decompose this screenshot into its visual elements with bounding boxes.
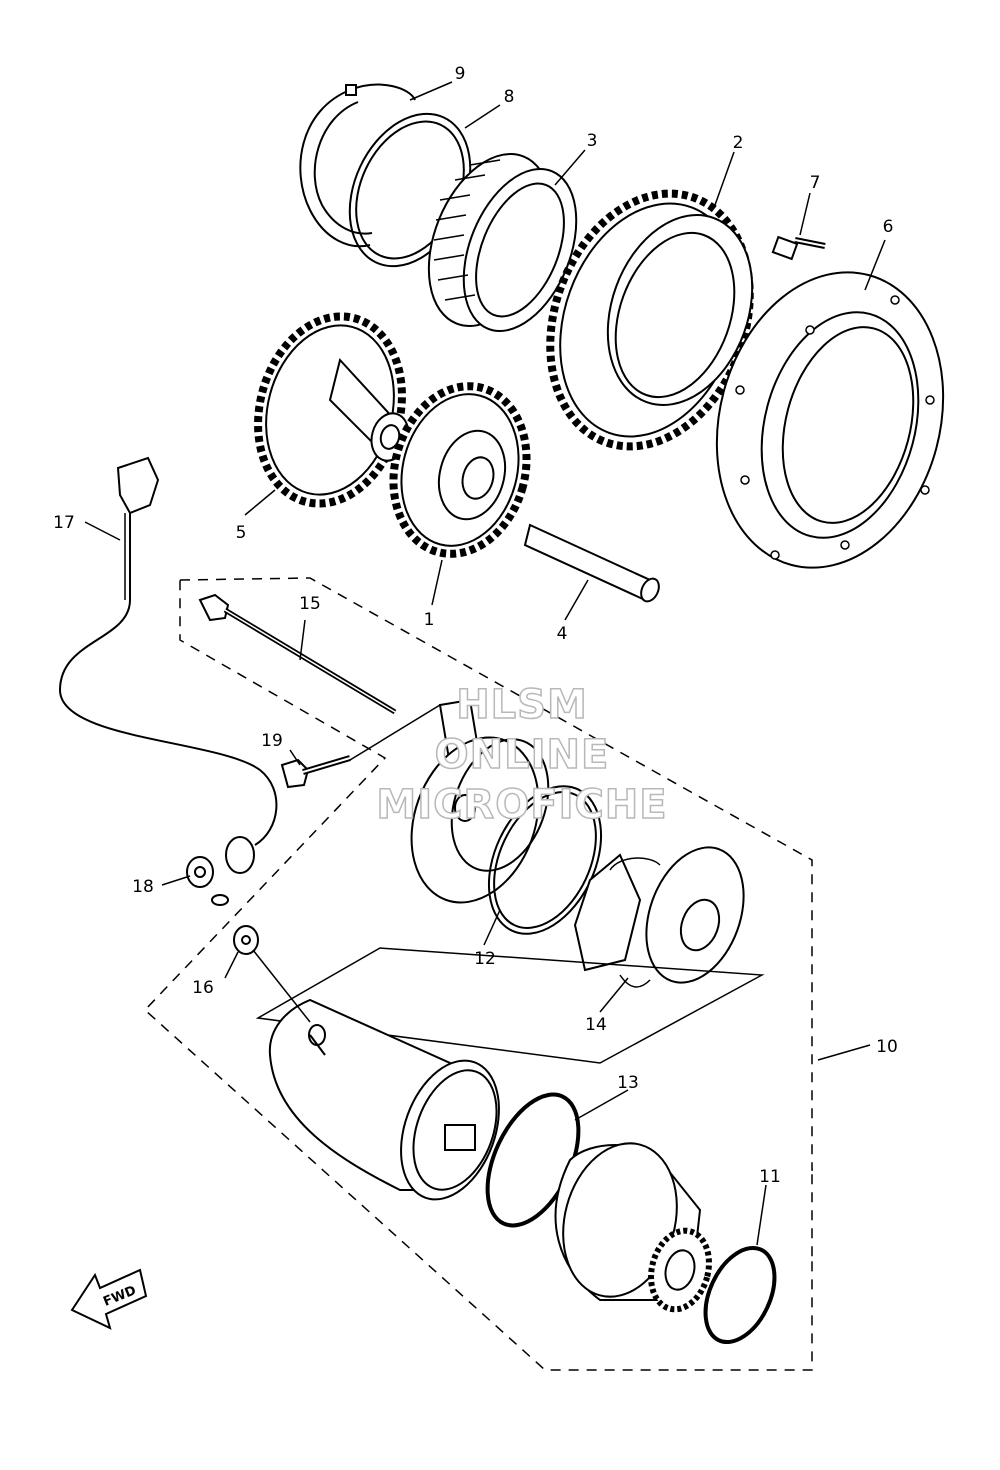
watermark-line-2: ONLINE	[435, 732, 610, 778]
watermark: HLSM ONLINE MICROFICHE	[376, 681, 668, 829]
callout-3: 3	[587, 131, 598, 151]
starter-motor-assembly-boundary	[143, 577, 813, 1371]
idler-gear-1-part	[389, 382, 531, 558]
callout-18: 18	[132, 877, 154, 897]
callout-1: 1	[424, 610, 435, 630]
callout-17: 17	[53, 513, 75, 533]
callout-6: 6	[883, 217, 894, 237]
callout-labels: 1 2 3 4 5 6 7 8 9 10 11 12 13 14 15 16 1…	[53, 64, 898, 1187]
nut-18-part	[186, 856, 214, 888]
arrow-left-icon	[70, 1268, 148, 1330]
callout-5: 5	[236, 523, 247, 543]
bolt-7-part	[771, 235, 826, 261]
leader-lines	[84, 81, 886, 1246]
callout-14: 14	[585, 1015, 607, 1035]
callout-7: 7	[810, 173, 821, 193]
callout-11: 11	[759, 1167, 781, 1187]
lead-wire-part	[58, 456, 278, 906]
bolt-19-part	[280, 755, 351, 789]
watermark-line-1: HLSM	[456, 682, 588, 728]
callout-2: 2	[733, 133, 744, 153]
o-ring-11-part	[703, 1245, 777, 1345]
callout-4: 4	[557, 624, 568, 644]
starter-motor-yoke-part	[268, 998, 500, 1201]
callout-15: 15	[299, 594, 321, 614]
starter-wheel-gear-part	[546, 189, 754, 451]
callout-13: 13	[617, 1073, 639, 1093]
long-bolt-part	[198, 593, 397, 715]
circlip-part	[299, 83, 416, 248]
nut-16-part	[233, 925, 259, 955]
bearing-housing-part	[715, 271, 945, 569]
bracket-outline	[255, 947, 765, 1064]
callout-9: 9	[455, 64, 466, 84]
callout-10: 10	[876, 1037, 898, 1057]
shaft-part	[523, 523, 660, 603]
callout-19: 19	[261, 731, 283, 751]
brush-holder-part	[573, 846, 745, 988]
rear-cover-part	[410, 698, 550, 904]
callout-8: 8	[504, 87, 515, 107]
forward-direction-arrow: FWD	[70, 1268, 148, 1330]
callout-12: 12	[474, 949, 496, 969]
front-cover-part	[554, 1142, 712, 1313]
watermark-line-3: MICROFICHE	[376, 782, 667, 828]
callout-16: 16	[192, 978, 214, 998]
